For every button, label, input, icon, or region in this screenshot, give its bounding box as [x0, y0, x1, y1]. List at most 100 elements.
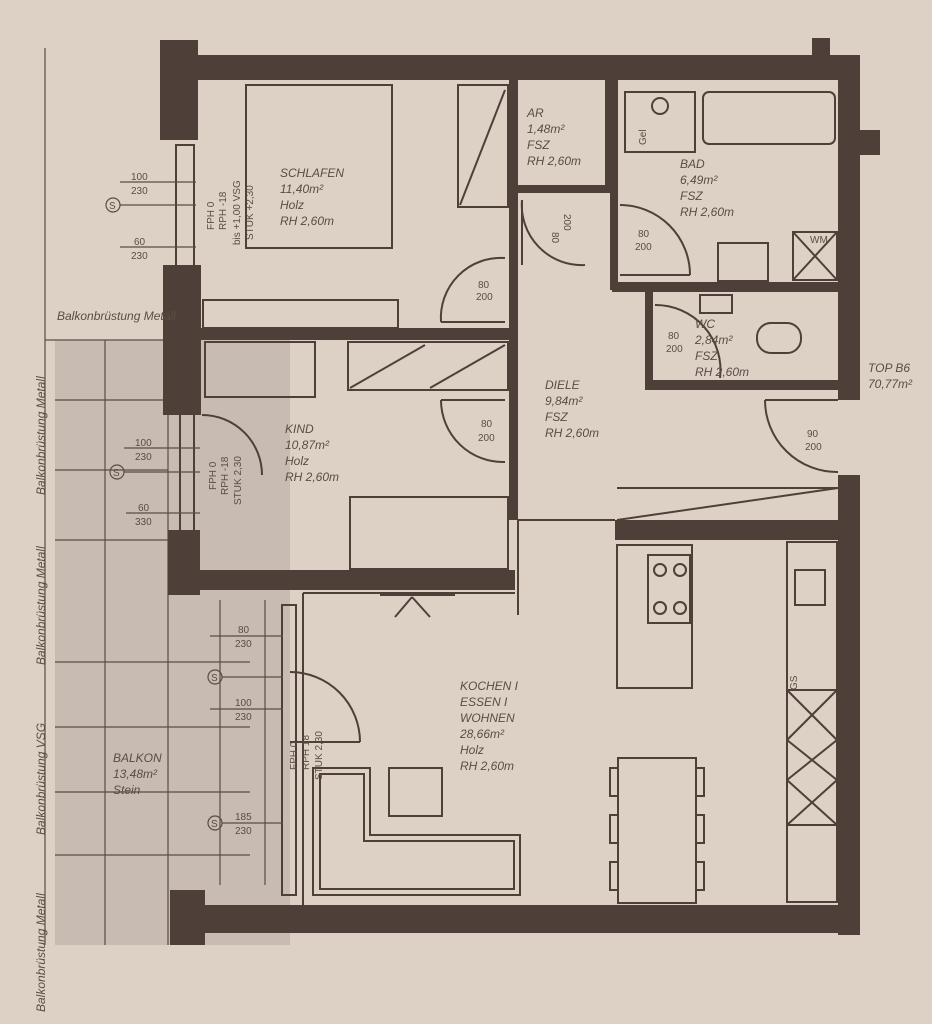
door-height: 200	[666, 344, 683, 355]
door-width: 80	[668, 331, 680, 342]
sill-note: STUK +2,30	[245, 185, 256, 240]
room-area: 11,40m²	[280, 182, 324, 196]
room-kochen-essen-wohnen: KOCHEN I ESSEN I WOHNEN 28,66m² Holz RH …	[459, 679, 519, 773]
room-height: RH 2,60m	[280, 214, 334, 228]
door-width: 90	[807, 429, 819, 440]
door-width: 80	[638, 229, 650, 240]
furniture	[175, 84, 839, 905]
room-floor: FSZ	[527, 138, 550, 152]
walls	[160, 38, 880, 945]
room-name: WC	[695, 317, 715, 331]
sill-note: RPH 18	[301, 735, 312, 770]
window-width: 100	[135, 438, 152, 449]
room-balkon: BALKON 13,48m² Stein	[113, 751, 162, 797]
room-name: BAD	[680, 157, 705, 171]
room-area: 1,48m²	[527, 122, 565, 136]
sill-note: FPH 0	[289, 741, 300, 770]
door-height: 200	[561, 214, 572, 231]
door-height: 200	[476, 292, 493, 303]
room-height: RH 2,60m	[695, 365, 749, 379]
sill-note: bis +1,00 VSG	[232, 180, 243, 245]
window-width: 60	[134, 237, 146, 248]
sill-notes-schlafen: FPH 0 RPH -18 bis +1,00 VSG STUK +2,30	[206, 180, 256, 245]
room-name: KIND	[285, 422, 314, 436]
railing-label: Balkonbrüstung Metall	[34, 546, 48, 665]
socket-icon: S	[113, 468, 120, 479]
room-floor: FSZ	[695, 349, 718, 363]
room-floor: Holz	[285, 454, 309, 468]
window-height: 230	[235, 639, 252, 650]
window-height: 230	[235, 826, 252, 837]
door-height: 200	[478, 433, 495, 444]
balcony-area	[55, 340, 290, 945]
railing-label: Balkonbrüstung Metall	[34, 893, 48, 1012]
room-kind: KIND 10,87m² Holz RH 2,60m	[285, 422, 339, 484]
room-area: 9,84m²	[545, 394, 583, 408]
window-height: 230	[235, 712, 252, 723]
window-width: 80	[238, 625, 250, 636]
room-floor: FSZ	[680, 189, 703, 203]
socket-icon: S	[109, 201, 116, 212]
unit-label: TOP B6 70,77m²	[868, 361, 913, 391]
room-name: ESSEN I	[460, 695, 508, 709]
room-area: 2,84m²	[694, 333, 733, 347]
room-ar: AR 1,48m² FSZ RH 2,60m	[526, 106, 581, 168]
room-floor: FSZ	[545, 410, 568, 424]
room-name: AR	[526, 106, 544, 120]
room-height: RH 2,60m	[285, 470, 339, 484]
window-height: 230	[131, 251, 148, 262]
window-width: 100	[131, 172, 148, 183]
dimension-lines	[120, 181, 283, 824]
door-width: 80	[478, 280, 490, 291]
window-width: 185	[235, 812, 252, 823]
room-name: WOHNEN	[460, 711, 515, 725]
window-dimensions: 100 230 60 230 100 230 60 330 80 230 100…	[131, 172, 252, 837]
socket-icon: S	[211, 819, 218, 830]
room-schlafen: SCHLAFEN 11,40m² Holz RH 2,60m	[280, 166, 344, 228]
room-height: RH 2,60m	[545, 426, 599, 440]
railing-labels: Balkonbrüstung Metall Balkonbrüstung Met…	[34, 309, 176, 1012]
sill-note: FPH 0	[206, 201, 217, 230]
room-area: 13,48m²	[113, 767, 158, 781]
sill-note: RPH -18	[218, 191, 229, 230]
sill-note: STUK 2,30	[233, 456, 244, 505]
door-height: 200	[805, 442, 822, 453]
room-name: KOCHEN I	[460, 679, 519, 693]
door-width: 80	[549, 232, 560, 244]
room-wc: WC 2,84m² FSZ RH 2,60m	[694, 317, 749, 379]
room-height: RH 2,60m	[460, 759, 514, 773]
window-height: 330	[135, 517, 152, 528]
railing-label: Balkonbrüstung Metall	[34, 376, 48, 495]
dishwasher-label: GS	[789, 675, 800, 690]
sill-notes-kochen: FPH 0 RPH 18 STUK 2,30	[289, 731, 325, 780]
sill-note: FPH 0	[208, 461, 219, 490]
door-height: 200	[635, 242, 652, 253]
room-name: BALKON	[113, 751, 162, 765]
railing-label: Balkonbrüstung Metall	[57, 309, 176, 323]
sill-note: RPH -18	[220, 456, 231, 495]
window-height: 230	[135, 452, 152, 463]
room-diele: DIELE 9,84m² FSZ RH 2,60m	[545, 378, 599, 440]
room-floor: Holz	[460, 743, 484, 757]
unit-name: TOP B6	[868, 361, 910, 375]
fixture-label: Gel	[638, 129, 649, 145]
room-area: 28,66m²	[459, 727, 505, 741]
room-name: SCHLAFEN	[280, 166, 344, 180]
socket-icon: S	[211, 673, 218, 684]
room-floor: Stein	[113, 783, 141, 797]
window-width: 60	[138, 503, 150, 514]
room-area: 10,87m²	[285, 438, 330, 452]
sill-notes-kind: FPH 0 RPH -18 STUK 2,30	[208, 456, 244, 505]
room-height: RH 2,60m	[680, 205, 734, 219]
railing-label: Balkonbrüstung VSG	[34, 723, 48, 835]
washing-machine-label: WM	[810, 235, 828, 246]
room-name: DIELE	[545, 378, 581, 392]
unit-area: 70,77m²	[868, 377, 913, 391]
room-height: RH 2,60m	[527, 154, 581, 168]
room-area: 6,49m²	[680, 173, 718, 187]
window-width: 100	[235, 698, 252, 709]
room-floor: Holz	[280, 198, 304, 212]
balcony-tile-grid	[44, 48, 266, 945]
